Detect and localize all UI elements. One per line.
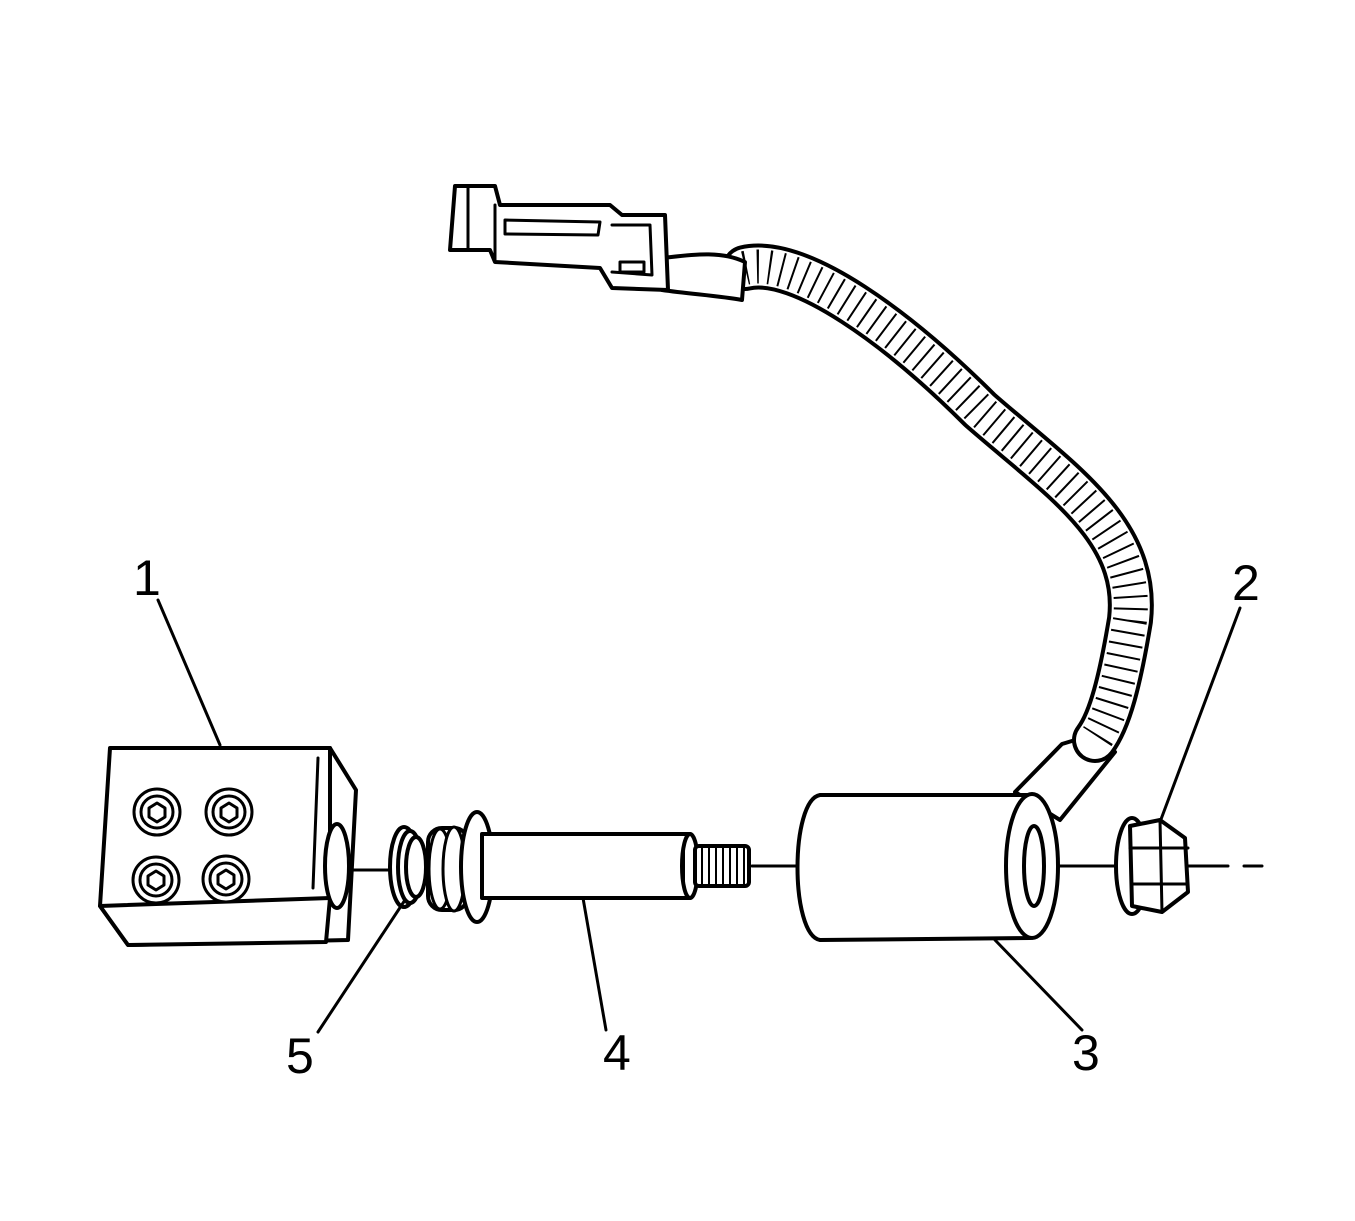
hex-nut-icon [1114, 816, 1190, 916]
callout-1: 1 [133, 550, 161, 606]
hex-socket-screw-icon [131, 787, 254, 905]
leader-lines [156, 598, 1242, 1034]
callout-3: 3 [1072, 1025, 1100, 1081]
callout-2: 2 [1232, 555, 1260, 611]
o-ring-seal [388, 825, 428, 909]
electrical-connector-icon [448, 184, 670, 292]
callout-5: 5 [286, 1028, 314, 1084]
thread-lines [701, 845, 745, 887]
solenoid-plunger [426, 810, 751, 924]
wiring-harness [660, 243, 1154, 763]
solenoid-coil [795, 732, 1117, 942]
valve-body-block [98, 746, 358, 947]
callout-4: 4 [603, 1025, 631, 1081]
